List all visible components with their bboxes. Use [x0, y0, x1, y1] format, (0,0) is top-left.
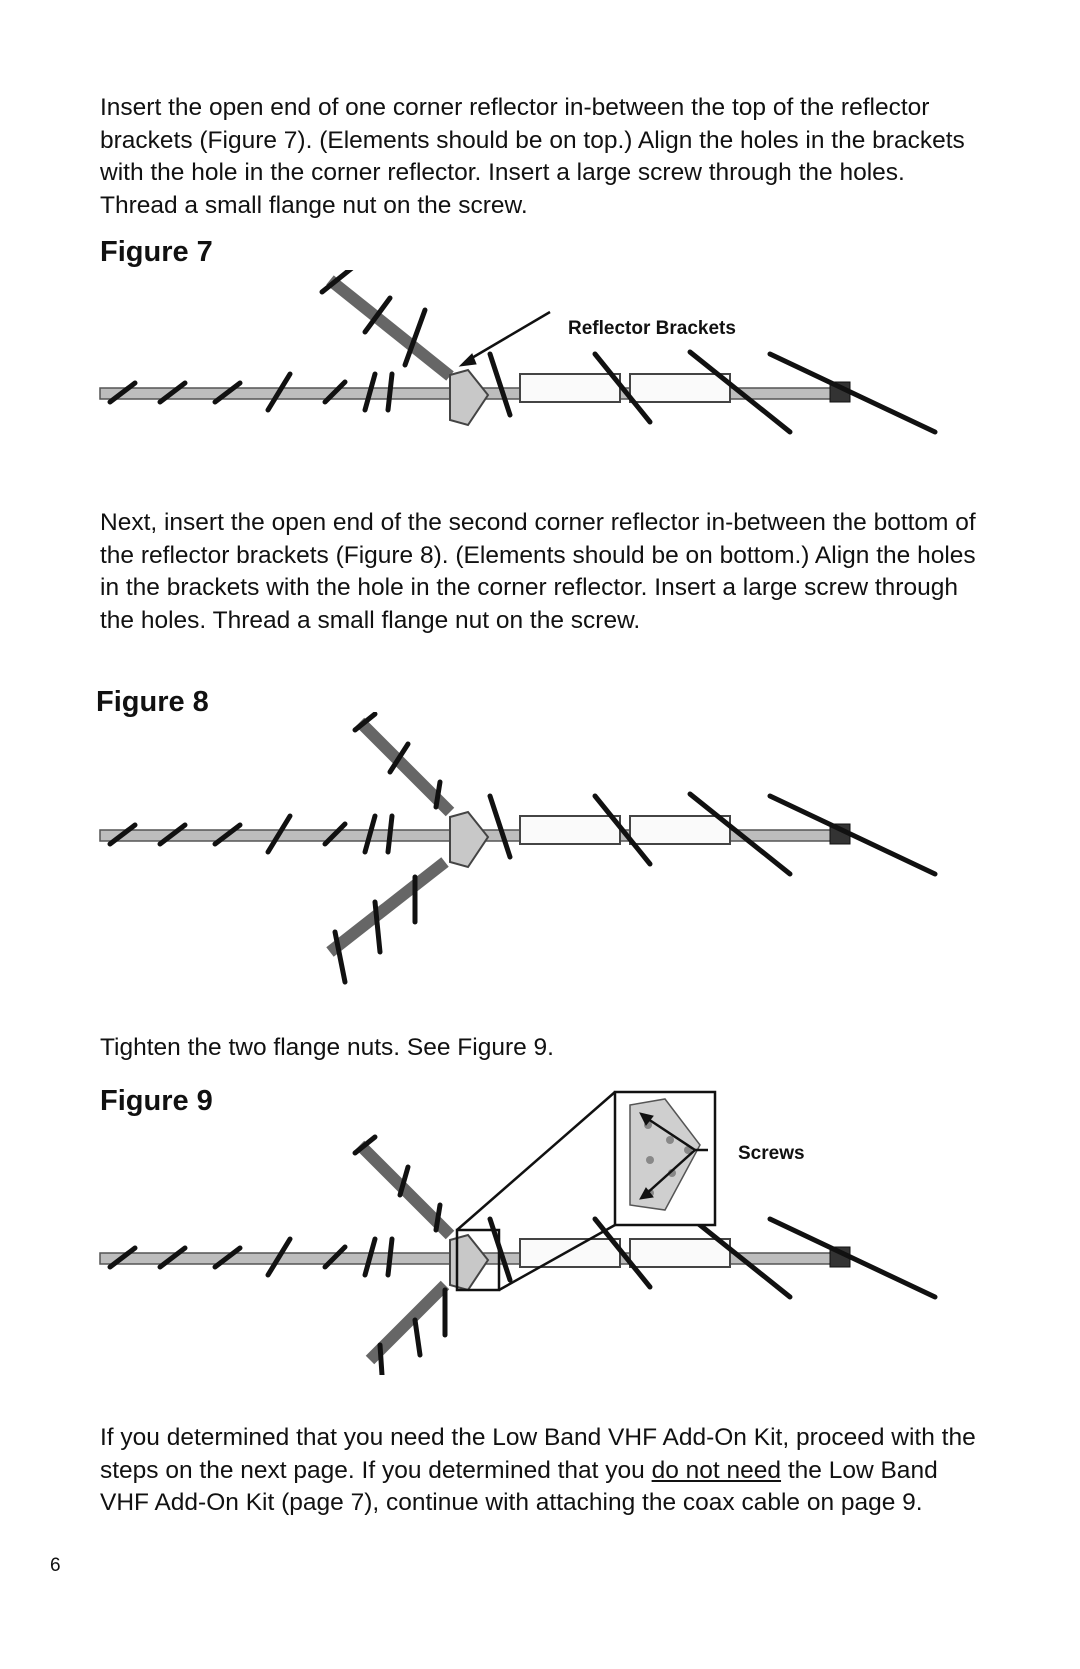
instruction-paragraph-2: Next, insert the open end of the second … — [100, 509, 976, 634]
paragraph-4-text-start: If you determined that you need the Low … — [100, 1424, 976, 1484]
figure-9-title: Figure 9 — [100, 1085, 213, 1117]
reflector-brackets-label: Reflector Brackets — [568, 318, 736, 339]
antenna-drawing — [99, 712, 938, 985]
screws-label: Screws — [738, 1143, 805, 1164]
paragraph-4-text-end: the Low Band VHF Add-On Kit (page 7), co… — [100, 1456, 938, 1517]
figure-7-title: Figure 7 — [100, 236, 213, 268]
antenna-drawing — [99, 270, 938, 435]
instruction-paragraph-1: Insert the open end of one corner reflec… — [100, 94, 965, 219]
page-number: 6 — [50, 1555, 61, 1576]
figure-8-title: Figure 8 — [96, 686, 209, 718]
instruction-paragraph-3: Tighten the two flange nuts. See Figure … — [100, 1034, 554, 1061]
instruction-paragraph-4: If you determined that you need the Low … — [100, 1422, 980, 1520]
figure-9-antenna-illustration — [99, 1090, 938, 1375]
paragraph-4-underlined-text: do not need — [651, 1456, 782, 1484]
figure-7-antenna-illustration — [99, 270, 938, 435]
figure-8-antenna-illustration — [99, 712, 938, 985]
antenna-drawing — [99, 1090, 938, 1375]
